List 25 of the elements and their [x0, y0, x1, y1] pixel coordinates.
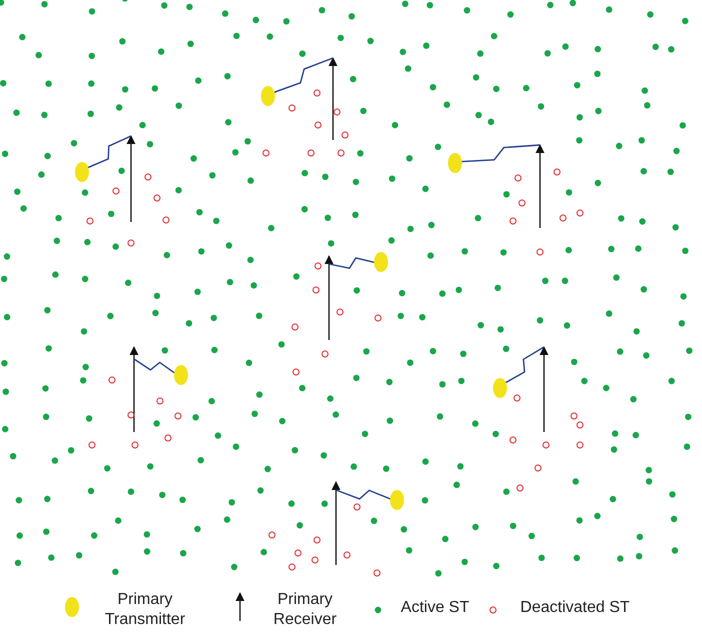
transmitter-ellipse [390, 490, 404, 510]
wireless-link-bolt [462, 144, 540, 162]
transmitter-ellipse [174, 365, 188, 385]
transmitter-ellipse [261, 86, 275, 106]
transmitter-ellipse [75, 162, 89, 182]
wireless-link-bolt [328, 257, 374, 269]
legend-label: Primary Transmitter [104, 590, 186, 630]
receiver-arrow [332, 481, 340, 565]
wireless-link-bolt [336, 489, 390, 500]
transmitter-ellipse [493, 378, 507, 398]
transmitter-ellipse [374, 252, 388, 272]
wireless-link-bolt [274, 57, 334, 93]
legend-label: Deactivated ST [519, 598, 631, 618]
wireless-link-bolt [134, 358, 175, 374]
legend-label: Active ST [400, 598, 470, 618]
legend-label: Primary Receiver [272, 590, 338, 630]
transmitter-ellipse [448, 153, 462, 173]
receiver-arrow [540, 346, 548, 432]
receiver-arrow [130, 346, 138, 432]
receiver-arrow [126, 135, 136, 222]
wireless-link-bolt [506, 346, 544, 384]
receiver-arrow [536, 144, 544, 228]
receiver-arrow [324, 255, 334, 340]
wireless-link-bolt [88, 135, 132, 168]
receiver-arrow [328, 57, 338, 140]
